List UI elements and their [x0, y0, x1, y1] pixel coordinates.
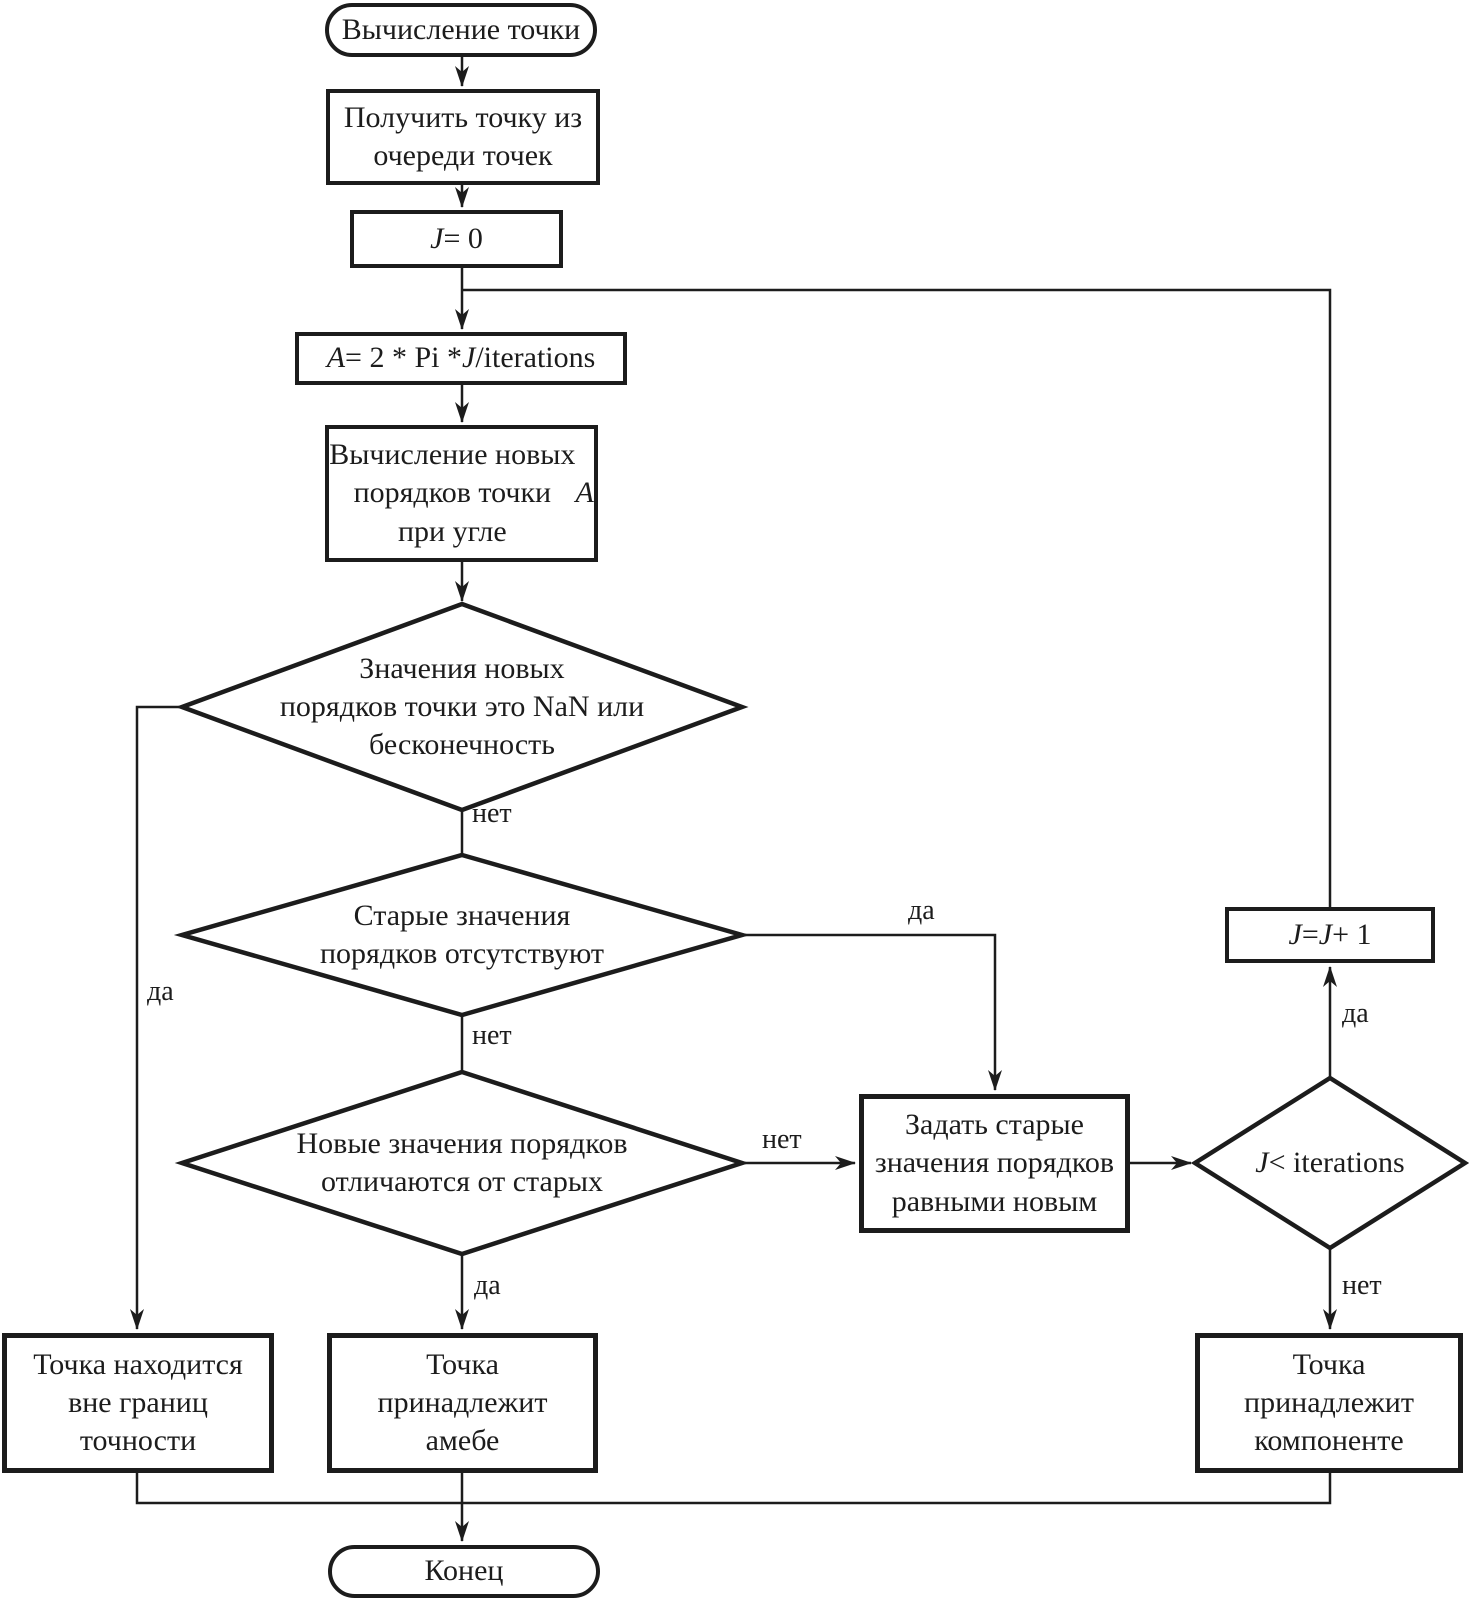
edge-d2-yes-to-set-old — [742, 933, 1002, 1091]
node-j-increment: J = J + 1 — [1225, 907, 1435, 963]
edge-label-d1-yes: да — [147, 976, 174, 1007]
node-set-old-values: Задать старые значения порядков равными … — [859, 1094, 1130, 1233]
node-start-terminal: Вычисление точки — [325, 3, 597, 57]
edge-loop-feedback — [462, 288, 1332, 907]
decision-values-differ-shape — [174, 1069, 750, 1257]
node-belongs-amoeba: Точка принадлежит амебе — [327, 1333, 598, 1473]
edge-label-d4-yes: да — [1342, 998, 1369, 1029]
decision-old-missing-shape — [173, 852, 751, 1018]
node-angle-formula: A = 2 * Pi * J/iterations — [295, 332, 627, 385]
node-belongs-component: Точка принадлежит компоненте — [1195, 1333, 1463, 1473]
node-j-init: J = 0 — [350, 210, 563, 268]
edge-label-d1-no: нет — [472, 798, 512, 829]
edge-component-to-merge — [462, 1473, 1332, 1505]
decision-nan-check-label: Значения новых порядков точки это NaN ил… — [279, 651, 645, 762]
node-get-point: Получить точку из очереди точек — [326, 89, 600, 185]
node-end-terminal: Конец — [328, 1545, 600, 1598]
node-compute-orders: Вычисление новых порядков точки при угле… — [325, 425, 598, 562]
decision-j-iterations-shape — [1190, 1075, 1469, 1251]
edge-label-d3-no: нет — [762, 1124, 802, 1155]
edge-label-d2-no: нет — [472, 1020, 512, 1051]
edge-label-d2-yes: да — [908, 895, 935, 926]
edge-out-of-bounds-to-merge — [135, 1473, 462, 1505]
edge-d1-yes-to-out-of-bounds — [130, 705, 182, 1330]
decision-values-differ-label: Новые значения порядков отличаются от ст… — [296, 1126, 628, 1198]
decision-nan-check-shape — [175, 601, 749, 813]
decision-old-missing-label: Старые значения порядков отсутствуют — [319, 898, 604, 970]
edge-label-d3-yes: да — [474, 1270, 501, 1301]
node-out-of-bounds: Точка находится вне границ точности — [2, 1333, 274, 1473]
decision-j-iterations-label: J < iterations — [1255, 1145, 1405, 1179]
edge-label-d4-no: нет — [1342, 1270, 1382, 1301]
